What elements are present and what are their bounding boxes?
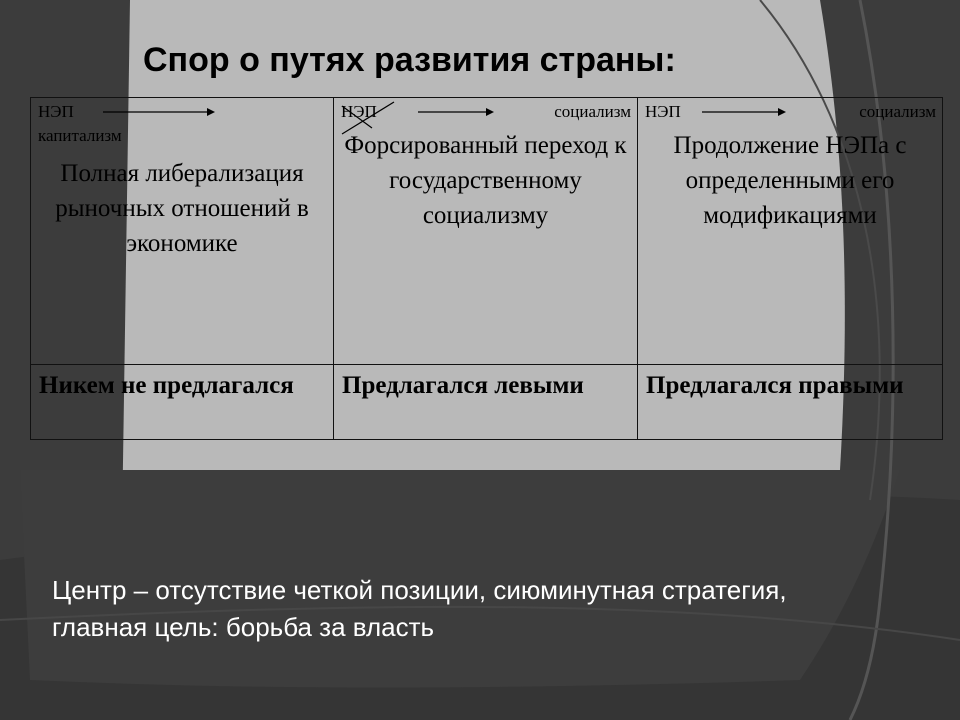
table-row: Никем не предлагался Предлагался левыми …: [30, 364, 943, 440]
cell-header: НЭП социализм: [334, 98, 637, 150]
to-label: социализм: [554, 102, 631, 121]
paths-table: НЭП капитализм Полная либерализация рыно…: [30, 97, 943, 440]
cell-capitalism: НЭП капитализм Полная либерализация рыно…: [30, 97, 334, 365]
to-label: капитализм: [38, 126, 122, 145]
from-label: НЭП: [645, 102, 681, 121]
cell-body: Форсированный переход к государственному…: [344, 132, 627, 229]
cell-body: Продолжение НЭПа с определенными его мод…: [673, 132, 907, 229]
cell-header: НЭП капитализм: [31, 98, 333, 150]
proposed-by-label: Предлагался правыми: [646, 372, 904, 399]
table-row: НЭП капитализм Полная либерализация рыно…: [30, 97, 943, 365]
cell-body: Полная либерализация рыночных отношений …: [55, 160, 309, 257]
slide-title: Спор о путях развития страны:: [143, 41, 676, 79]
proposed-by-label: Никем не предлагался: [39, 372, 294, 399]
to-label: социализм: [859, 102, 936, 121]
cell-nep-continuation: НЭП социализм Продолжение НЭПа с определ…: [637, 97, 943, 365]
cell-forced-socialism: НЭП социализм Форсированный переход к го…: [333, 97, 638, 365]
cell-header: НЭП социализм: [638, 98, 942, 150]
cell-proposed-right: Предлагался правыми: [637, 364, 943, 440]
arrow-icon: [103, 108, 215, 116]
arrow-icon: [341, 101, 494, 135]
from-label: НЭП: [38, 102, 74, 121]
proposed-by-label: Предлагался левыми: [342, 372, 584, 399]
from-label: НЭП: [341, 102, 377, 121]
cell-proposed-left: Предлагался левыми: [333, 364, 638, 440]
arrow-icon: [702, 108, 786, 116]
cell-proposed-none: Никем не предлагался: [30, 364, 334, 440]
center-position-note: Центр – отсутствие четкой позиции, сиюми…: [52, 575, 787, 642]
